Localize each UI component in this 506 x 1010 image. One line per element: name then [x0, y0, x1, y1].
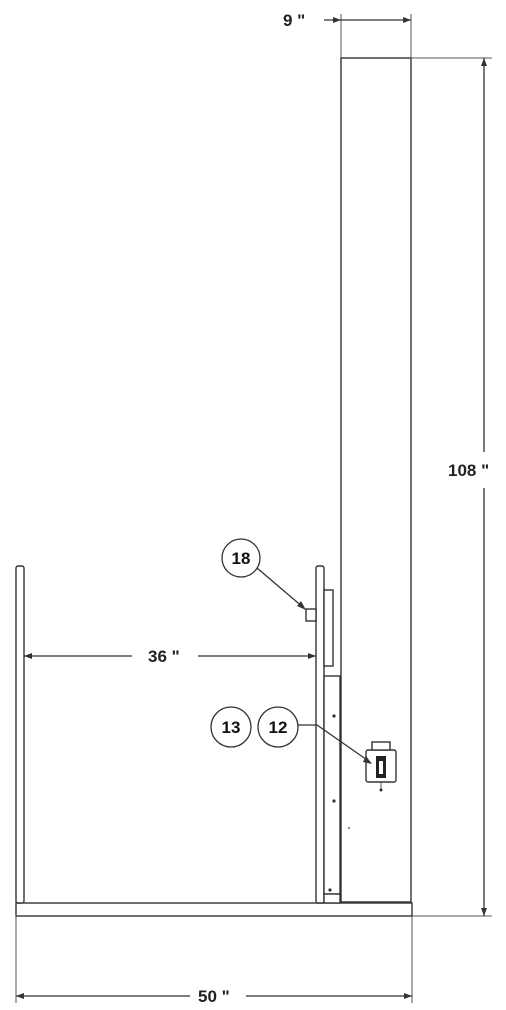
lower-gate-panel — [323, 675, 350, 904]
dimension-column-height: 108 " — [411, 57, 492, 917]
left-side-rail — [15, 565, 25, 904]
callout-label-12: 12 — [269, 718, 288, 737]
dimension-label-gate-opening: 36 " — [148, 647, 180, 666]
dimension-platform-length: 50 " — [15, 923, 413, 1006]
dimension-column-width: 9 " — [283, 11, 412, 58]
callout-12: 12 — [257, 706, 372, 764]
gate-post — [315, 565, 325, 904]
dimension-label-column-height: 108 " — [448, 461, 489, 480]
dimension-label-column-width: 9 " — [283, 11, 305, 30]
control-station — [365, 741, 397, 792]
callout-label-18: 18 — [232, 549, 251, 568]
dimension-gate-opening: 36 " — [24, 647, 316, 666]
dimension-label-platform-length: 50 " — [198, 987, 230, 1006]
callout-18: 18 — [221, 538, 306, 610]
gate-latch — [305, 589, 334, 667]
callout-label-13: 13 — [222, 718, 241, 737]
platform-base — [15, 902, 413, 923]
callout-13: 13 — [210, 706, 252, 748]
mast-column — [340, 57, 412, 916]
